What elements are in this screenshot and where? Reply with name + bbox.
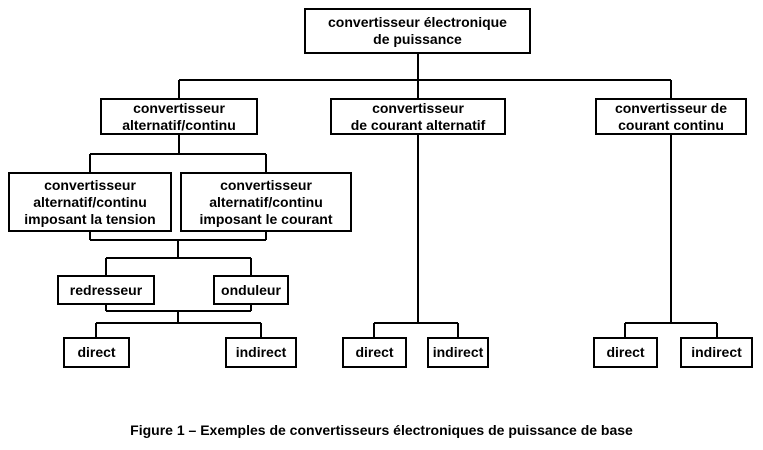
node-voltage-imposing-converter: convertisseur alternatif/continu imposan… <box>8 172 172 232</box>
node-label: indirect <box>691 344 742 360</box>
node-label: convertisseur alternatif/continu imposan… <box>24 176 156 227</box>
figure-caption: Figure 1 – Exemples de convertisseurs él… <box>130 422 633 438</box>
node-ac-dc-converter: convertisseur alternatif/continu <box>100 98 258 135</box>
node-ac-current-converter: convertisseur de courant alternatif <box>330 98 506 135</box>
node-indirect-acdc: indirect <box>225 337 297 368</box>
node-dc-current-converter: convertisseur de courant continu <box>595 98 747 135</box>
node-label: convertisseur électronique de puissance <box>328 14 507 47</box>
node-label: direct <box>77 344 116 360</box>
node-inverter: onduleur <box>213 275 289 305</box>
node-label: redresseur <box>69 281 143 298</box>
tree-edges-path <box>89 54 718 337</box>
node-direct-ac: direct <box>342 337 407 368</box>
node-current-imposing-converter: convertisseur alternatif/continu imposan… <box>180 172 352 232</box>
node-label: direct <box>355 344 394 360</box>
node-label: direct <box>606 344 645 360</box>
node-label: onduleur <box>221 281 281 298</box>
node-direct-acdc: direct <box>63 337 130 368</box>
node-indirect-ac: indirect <box>427 337 489 368</box>
node-label: convertisseur de courant alternatif <box>350 99 486 133</box>
node-label: indirect <box>235 344 287 360</box>
node-rectifier: redresseur <box>57 275 155 305</box>
node-label: convertisseur de courant continu <box>614 99 728 133</box>
node-root-power-electronic-converter: convertisseur électronique de puissance <box>304 8 531 54</box>
node-label: convertisseur alternatif/continu <box>122 99 236 133</box>
node-direct-dc: direct <box>593 337 658 368</box>
node-indirect-dc: indirect <box>680 337 753 368</box>
node-label: indirect <box>432 344 484 360</box>
node-label: convertisseur alternatif/continu imposan… <box>199 176 333 227</box>
